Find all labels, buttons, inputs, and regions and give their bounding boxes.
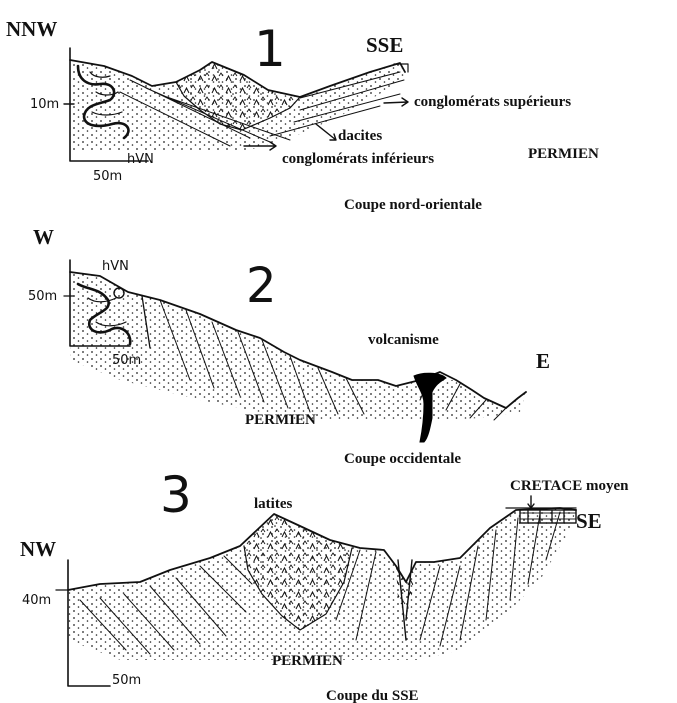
s1-label-dacites: dacites [338, 128, 382, 144]
s1-scale-horizontal: 50m [93, 169, 122, 184]
s1-orientation-right: SSE [366, 33, 403, 57]
s2-label-permien: PERMIEN [245, 412, 316, 428]
s1-label-conglomerats-inferieurs: conglomérats inférieurs [282, 151, 434, 167]
s3-orientation-right: SE [576, 509, 602, 533]
s2-unit-hvn: hVN [102, 259, 129, 274]
s2-orientation-left: W [33, 225, 54, 249]
s3-caption: Coupe du SSE [326, 688, 419, 703]
s2-label-volcanisme: volcanisme [368, 332, 439, 348]
s1-label-permien: PERMIEN [528, 146, 599, 162]
section-2: W 2 E 50m 50m [28, 225, 550, 467]
section-3: 3 NW SE 40m 50m [20, 466, 629, 703]
s1-caption: Coupe nord-orientale [344, 197, 482, 213]
s1-scale-vertical: 10m [30, 97, 59, 112]
s3-profile [68, 496, 576, 660]
s3-label-cretace: CRETACE moyen [510, 478, 629, 494]
section-1: NNW 1 SSE 10m 50m [6, 17, 599, 213]
s2-caption: Coupe occidentale [344, 451, 461, 467]
s1-orientation-left: NNW [6, 17, 57, 41]
s3-scale-horizontal: 50m [112, 673, 141, 688]
s2-scale-vertical: 50m [28, 289, 57, 304]
s3-number: 3 [160, 466, 192, 524]
s2-number: 2 [246, 258, 277, 314]
s2-orientation-right: E [536, 349, 550, 373]
s1-label-conglomerats-superieurs: conglomérats supérieurs [414, 94, 571, 110]
s1-unit-hvn: hVN [127, 152, 154, 167]
s3-label-latites: latites [254, 496, 292, 512]
s3-orientation-left: NW [20, 537, 56, 561]
s3-label-permien: PERMIEN [272, 653, 343, 669]
s1-number: 1 [254, 20, 286, 78]
s3-scale-vertical: 40m [22, 593, 51, 608]
